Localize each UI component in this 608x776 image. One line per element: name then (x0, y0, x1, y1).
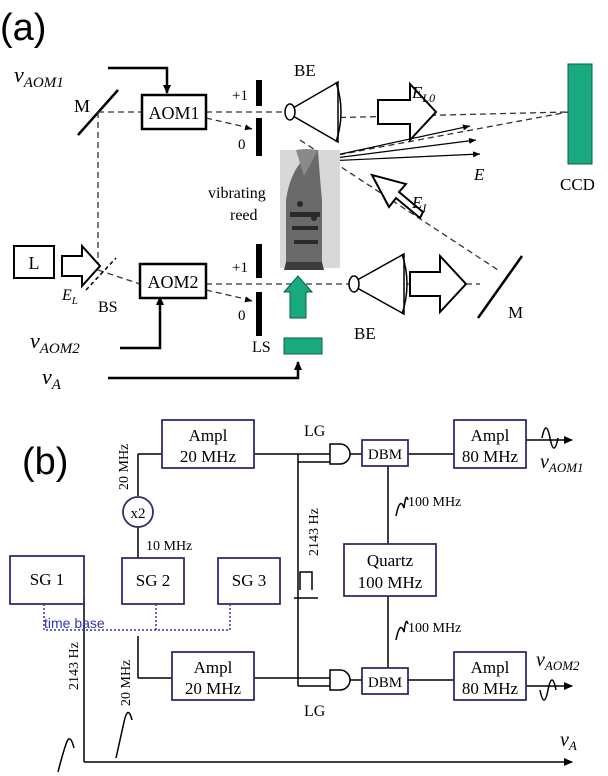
panel-a-label: (a) (0, 7, 46, 49)
panel-a: (a) νAOM1 νAOM2 νA M (0, 7, 595, 393)
nu-aom2-label-b: νAOM2 (536, 649, 580, 673)
block-boxes (9, 419, 527, 701)
beam-expander-top (284, 80, 342, 144)
aom1-label: AOM1 (148, 103, 199, 123)
nu-aom1-arrow-a (108, 66, 171, 94)
panel-b: (b) (9, 419, 584, 773)
doubler-circle (122, 496, 154, 528)
aperture-bottom (256, 244, 262, 336)
zero-order-arrow-bottom (244, 296, 253, 303)
ccd-label: CCD (560, 175, 595, 194)
reference-wave-arrow (377, 81, 438, 143)
ampl80-top-line1: Ampl (471, 426, 510, 445)
ampl80-bottom-line1: Ampl (471, 658, 510, 677)
panel-b-label: (b) (22, 441, 68, 483)
ampl-bottom-line2: 20 MHz (185, 679, 242, 698)
e-label: E (473, 165, 485, 184)
mirror-right (476, 255, 524, 319)
freq-2143hz-mid: 2143 Hz (307, 508, 322, 556)
freq-20mhz-top: 20 MHz (117, 444, 132, 490)
ls-label: LS (252, 339, 271, 356)
logic-gate-top (329, 443, 351, 465)
zero-order-arrow-top (244, 124, 253, 131)
nu-aom2-label-a: νAOM2 (30, 328, 80, 357)
sine-wave-2143hz (57, 738, 75, 773)
ccd-sensor (567, 63, 593, 165)
order-plus1-bottom: +1 (232, 260, 248, 276)
laser-beam-arrow (61, 243, 102, 289)
order-0-bottom: 0 (238, 308, 246, 324)
mirror-right-label: M (508, 303, 523, 322)
laser-box (13, 245, 55, 279)
lg-top-label: LG (304, 423, 326, 440)
freq-100mhz-bottom: 100 MHz (408, 621, 461, 636)
nu-aom1-label-b: νAOM1 (540, 451, 584, 475)
dbm-top-label: DBM (368, 447, 402, 463)
object-wave-arrow (370, 173, 425, 220)
doubler-label: x2 (131, 506, 146, 522)
vibrating-label: vibrating (208, 185, 266, 202)
vibrating-reed-photo (280, 149, 340, 270)
sine-wave-100mhz-bottom (395, 620, 409, 641)
aom2-box (138, 262, 208, 300)
be-top-label: BE (294, 61, 316, 80)
laser-label: L (29, 253, 40, 273)
beam-splitter (85, 257, 117, 291)
order-0-top: 0 (238, 137, 246, 153)
sine-wave-aom2 (539, 679, 557, 701)
quartz-line1: Quartz (367, 551, 414, 570)
ampl-top-line2: 20 MHz (180, 447, 237, 466)
sg2-label: SG 2 (136, 571, 170, 590)
el0-label: EL0 (411, 83, 435, 105)
nu-aom1-label-a: νAOM1 (14, 62, 64, 91)
aom2-label: AOM2 (147, 272, 198, 292)
dbm-bottom-label: DBM (368, 675, 402, 691)
reed-label: reed (230, 207, 258, 224)
wires (83, 453, 454, 762)
logic-gate-bottom (329, 669, 351, 691)
bs-label: BS (98, 299, 118, 316)
el-label: EL (61, 287, 78, 307)
beam-expander-bottom (348, 252, 408, 316)
ampl80-bottom-line2: 80 MHz (462, 679, 519, 698)
ampl-top-line1: Ampl (189, 426, 228, 445)
sine-wave-aom1 (541, 427, 559, 449)
lg-bottom-label: LG (304, 703, 326, 720)
sine-wave-100mhz-top (395, 496, 409, 517)
freq-20mhz-bottom: 20 MHz (119, 660, 134, 706)
ls-source (283, 337, 323, 355)
aom1-box (140, 93, 208, 131)
ei-label: EI (411, 193, 427, 215)
time-base-label: time base (44, 615, 105, 631)
sg3-label: SG 3 (232, 571, 266, 590)
nu-aom2-arrow-a (120, 296, 164, 350)
nu-a-label-a: νA (42, 364, 62, 393)
square-wave-2143hz (299, 571, 313, 590)
sine-wave-20mhz (115, 711, 133, 759)
quartz-line2: 100 MHz (358, 573, 423, 592)
ampl80-top-line2: 80 MHz (462, 447, 519, 466)
order-plus1-top: +1 (232, 88, 248, 104)
sg1-label: SG 1 (30, 570, 64, 589)
nu-a-label-b: νA (560, 729, 577, 753)
freq-2143hz-left: 2143 Hz (67, 642, 82, 690)
time-base-line (43, 604, 231, 631)
freq-100mhz-top: 100 MHz (408, 495, 461, 510)
be-bottom-label: BE (354, 324, 376, 343)
mirror-top-label: M (74, 96, 90, 116)
freq-10mhz: 10 MHz (146, 539, 192, 554)
shaker-arrow (282, 275, 314, 319)
aperture-top (256, 80, 262, 156)
illumination-wave-arrow (409, 253, 468, 315)
ampl-bottom-line1: Ampl (194, 658, 233, 677)
nu-a-arrow-a (108, 361, 302, 380)
